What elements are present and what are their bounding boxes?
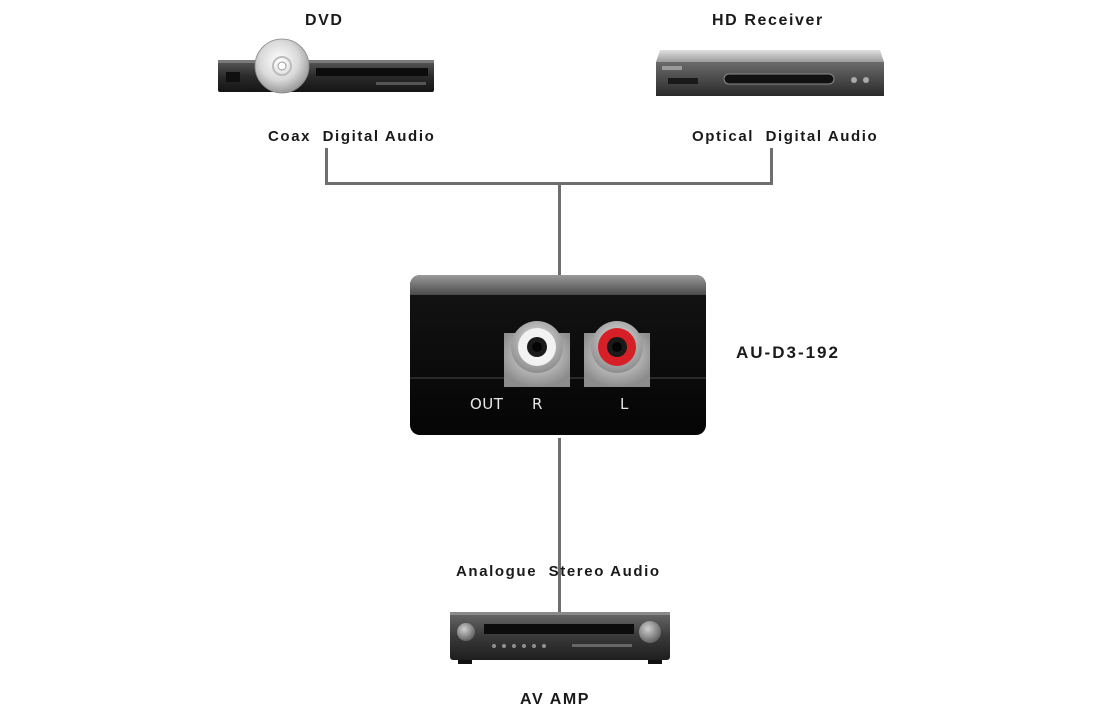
port-out-label: OUT <box>470 395 504 413</box>
hd-receiver <box>654 44 886 100</box>
wire-receiver-drop <box>770 148 773 185</box>
converter-model-label: AU-D3-192 <box>736 343 840 362</box>
wire-dvd-drop <box>325 148 328 185</box>
wire-bus-to-converter <box>558 182 561 276</box>
hd-receiver-label: HD Receiver <box>712 12 824 29</box>
av-amp-label: AV AMP <box>520 691 591 708</box>
av-amp <box>448 610 672 666</box>
coax-digital-audio-label: Coax Digital Audio <box>268 128 436 145</box>
port-l-label: L <box>620 395 629 413</box>
optical-digital-audio-label: Optical Digital Audio <box>692 128 879 145</box>
dvd-label: DVD <box>305 12 344 29</box>
analogue-stereo-audio-label: Analogue Stereo Audio <box>456 563 661 580</box>
dvd-player <box>216 38 438 96</box>
au-d3-192-converter: OUT R L <box>408 273 708 439</box>
wire-horizontal-bus <box>325 182 773 185</box>
port-r-label: R <box>532 395 543 413</box>
wire-converter-to-amp <box>558 438 561 616</box>
